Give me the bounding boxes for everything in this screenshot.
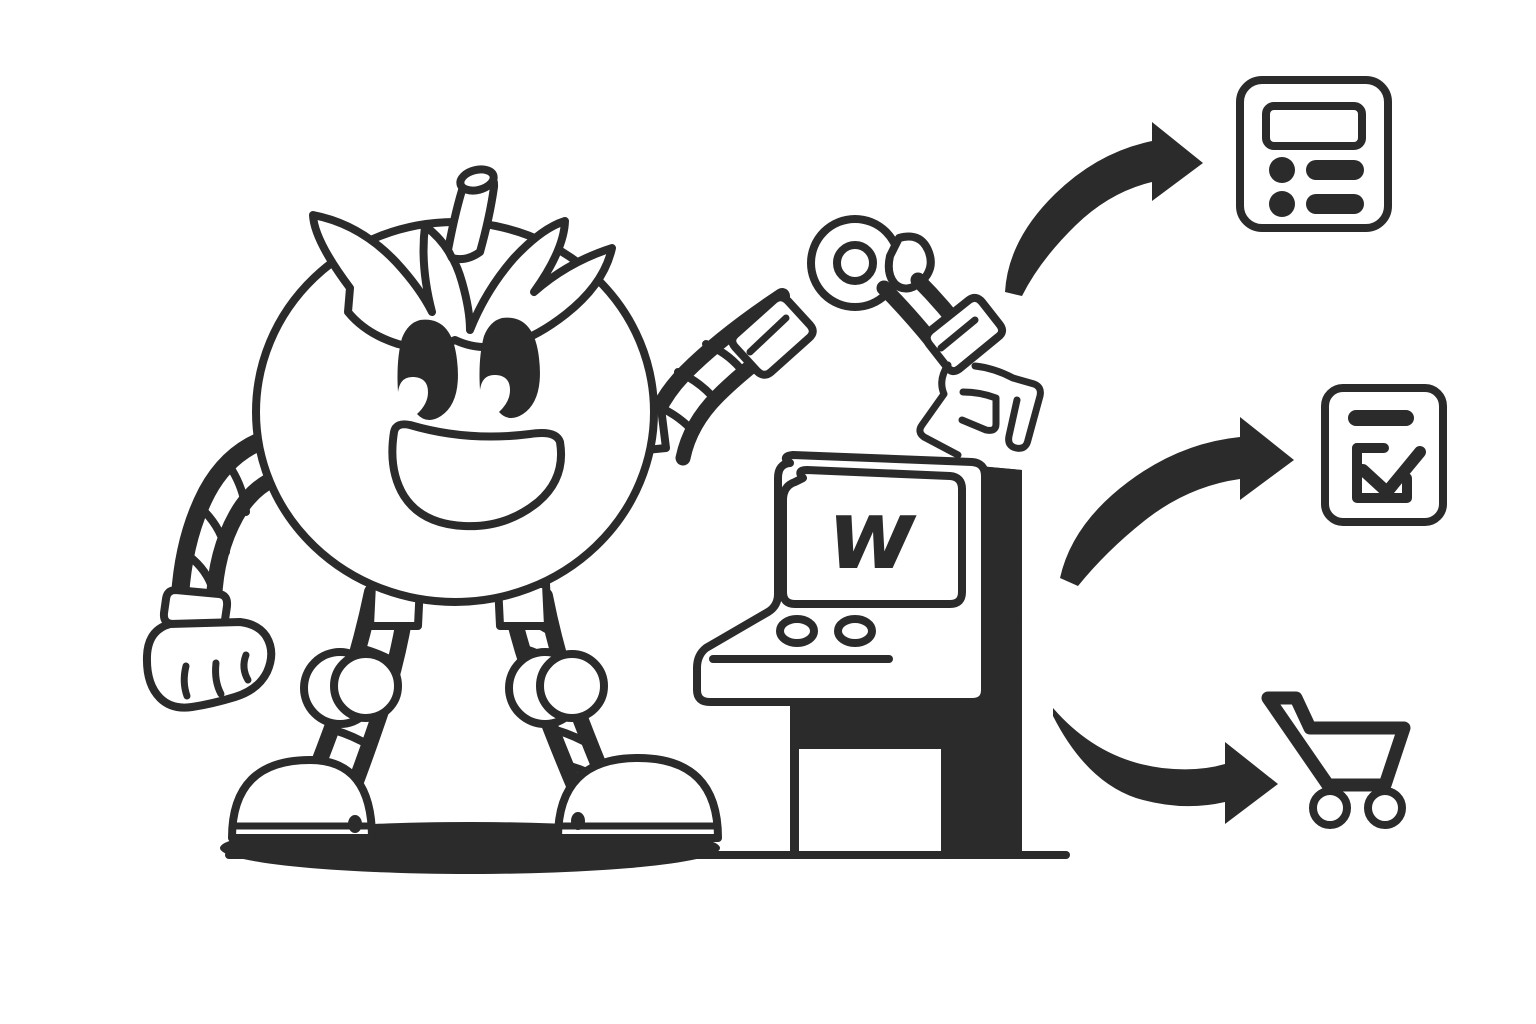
right-knee-inner — [536, 650, 608, 722]
claw-gripper-lower-prong — [916, 361, 962, 459]
card-slot[interactable] — [709, 655, 893, 663]
form-icon-line-2 — [1306, 194, 1364, 214]
left-foot-dot — [348, 815, 362, 833]
claw-gripper-upper-prong — [971, 362, 1044, 452]
kiosk-screen-logo: w — [828, 479, 917, 591]
form-icon-bullet-2 — [1269, 191, 1295, 217]
left-arm-rib-3 — [201, 508, 230, 556]
robot-arm-collar-line — [746, 314, 790, 356]
hand-finger-line-3 — [240, 651, 252, 684]
checklist-icon-box — [1352, 443, 1412, 503]
robot-legs-group — [228, 584, 722, 842]
cart-icon-wheel-left — [1309, 787, 1351, 829]
form-icon-bullet-1 — [1269, 157, 1295, 183]
kiosk-button-right[interactable] — [834, 615, 876, 647]
kiosk-base — [791, 741, 949, 859]
hand-finger-line-2 — [212, 659, 225, 698]
robot-wrist-band — [922, 293, 1007, 376]
robot-arm-rib-2 — [674, 368, 716, 400]
robot-elbow-pivot — [833, 241, 877, 285]
robot-arm-rib-3 — [702, 340, 744, 372]
robot-arm-collar — [728, 293, 817, 379]
kiosk-screen — [779, 466, 966, 608]
kiosk-base-shadow — [790, 700, 1022, 855]
arrow-middle — [1060, 417, 1294, 586]
cart-icon-wheel-right — [1364, 787, 1406, 829]
form-icon-input-field — [1262, 102, 1366, 150]
left-knee-inner — [330, 650, 402, 722]
checklist-icon-checkmark — [1357, 446, 1426, 498]
left-leg-rib-3 — [330, 726, 374, 750]
tomato-stem-tip — [456, 165, 498, 195]
hand-finger-line-1 — [180, 662, 191, 700]
claw-gripper-inner — [958, 388, 1000, 434]
robot-wrist-band-line — [937, 316, 979, 352]
checklist-icon-title-bar — [1348, 410, 1414, 426]
arrow-top — [1005, 122, 1203, 296]
form-icon-line-1 — [1306, 160, 1364, 180]
checklist-document-icon[interactable] — [1321, 384, 1447, 526]
tomato-robot-body-group — [252, 165, 670, 630]
flow-arrows-group — [1005, 122, 1294, 824]
left-arm-rib-2 — [228, 466, 250, 516]
left-arm-rib-4 — [185, 552, 217, 594]
self-checkout-kiosk[interactable]: w — [693, 451, 1022, 859]
dome-foot-left — [228, 756, 376, 842]
right-eye — [479, 317, 540, 419]
form-list-icon[interactable] — [1236, 76, 1392, 232]
cart-icon-basket — [1261, 691, 1411, 792]
kiosk-button-left[interactable] — [776, 615, 818, 647]
shopping-cart-icon[interactable] — [1261, 691, 1411, 829]
right-leg-rib-3 — [552, 726, 596, 750]
dome-foot-right — [554, 754, 722, 842]
right-foot-dot — [571, 812, 585, 830]
mitten-hand — [142, 618, 276, 712]
robotic-arm-group — [638, 215, 1044, 466]
left-eye — [397, 319, 458, 421]
arrow-bottom — [1053, 708, 1278, 824]
mouth-inner — [407, 438, 523, 512]
